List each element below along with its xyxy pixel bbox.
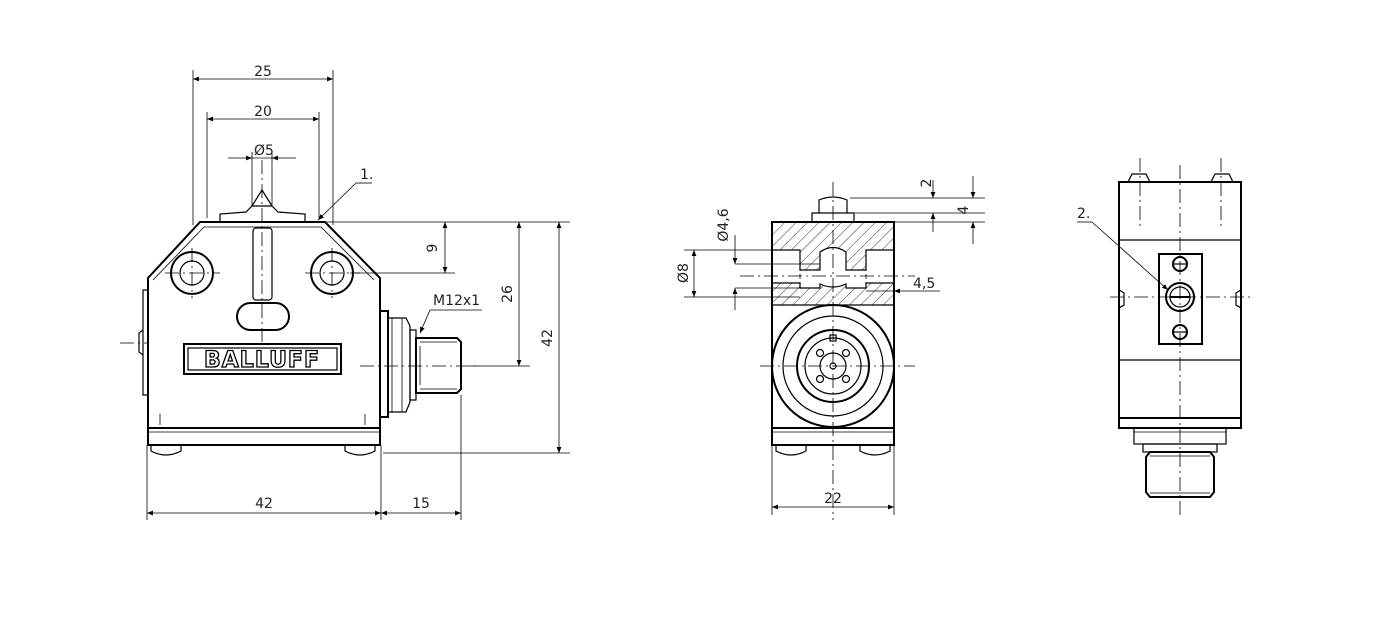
dimension-25: 25 bbox=[192, 64, 334, 225]
svg-text:26: 26 bbox=[500, 285, 516, 303]
m12-connector bbox=[379, 310, 462, 418]
adjustment-plate bbox=[1158, 253, 1203, 345]
side-nub bbox=[142, 289, 148, 396]
rear-connector bbox=[1145, 451, 1215, 498]
side-base bbox=[771, 427, 895, 446]
svg-text:25: 25 bbox=[254, 64, 272, 80]
side-view: 2 4 Ø4,6 Ø8 4,5 bbox=[676, 176, 985, 520]
plunger-side bbox=[818, 196, 848, 213]
svg-text:2.: 2. bbox=[1077, 206, 1090, 222]
dimension-42-vertical: 42 bbox=[383, 222, 570, 454]
svg-text:15: 15 bbox=[412, 496, 430, 512]
plunger-slot bbox=[252, 227, 273, 301]
svg-text:4: 4 bbox=[956, 205, 972, 214]
svg-text:42: 42 bbox=[540, 329, 556, 347]
dimension-4: 4 bbox=[894, 176, 985, 244]
switch-body bbox=[147, 221, 381, 429]
svg-text:Ø4,6: Ø4,6 bbox=[716, 208, 732, 241]
svg-text:1.: 1. bbox=[360, 167, 373, 183]
svg-text:4,5: 4,5 bbox=[913, 276, 935, 292]
foot-right bbox=[344, 445, 376, 456]
svg-text:9: 9 bbox=[425, 244, 441, 253]
side-body bbox=[771, 221, 895, 429]
base-plate bbox=[147, 427, 381, 446]
callout-1: 1. bbox=[317, 167, 373, 221]
svg-text:22: 22 bbox=[824, 491, 842, 507]
dimension-9: 9 bbox=[322, 221, 455, 274]
svg-text:42: 42 bbox=[255, 496, 273, 512]
front-view: BALLUFF 25 bbox=[120, 64, 570, 520]
oval-window bbox=[236, 302, 290, 331]
dimension-diameter-4-6: Ø4,6 bbox=[716, 208, 820, 310]
connector-label: M12x1 bbox=[419, 293, 482, 334]
dimension-22: 22 bbox=[771, 445, 895, 515]
foot-left bbox=[150, 445, 182, 456]
dimension-4-5: 4,5 bbox=[866, 276, 940, 294]
svg-text:Ø8: Ø8 bbox=[676, 263, 692, 283]
svg-text:20: 20 bbox=[254, 104, 272, 120]
svg-text:M12x1: M12x1 bbox=[433, 293, 480, 309]
svg-text:BALLUFF: BALLUFF bbox=[204, 348, 320, 373]
brand-logo: BALLUFF bbox=[183, 343, 342, 375]
dimension-42-horizontal: 42 bbox=[146, 445, 382, 520]
svg-text:Ø5: Ø5 bbox=[254, 143, 274, 159]
dimension-diameter-5: Ø5 bbox=[228, 143, 296, 206]
rear-view: 2. bbox=[1077, 158, 1250, 515]
dimension-15: 15 bbox=[381, 395, 462, 520]
svg-text:2: 2 bbox=[919, 179, 935, 188]
callout-2: 2. bbox=[1077, 206, 1169, 291]
dimension-2: 2 bbox=[850, 179, 985, 232]
dimension-26: 26 bbox=[455, 221, 570, 367]
dimension-20: 20 bbox=[206, 104, 320, 218]
dimension-diameter-8: Ø8 bbox=[676, 249, 800, 298]
